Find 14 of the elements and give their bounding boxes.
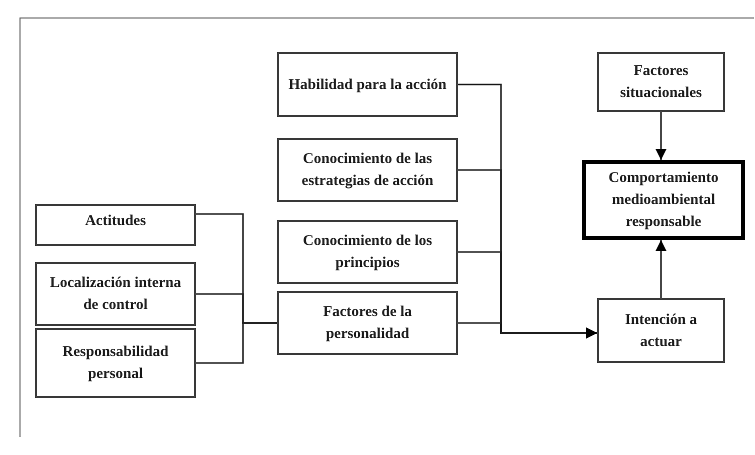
concept-box: Intención a actuar	[597, 298, 725, 363]
connector-line	[196, 322, 277, 364]
concept-box: Habilidad para la acción	[277, 52, 458, 117]
concept-box: Conocimiento de las estrategias de acción	[277, 138, 458, 202]
concept-box: Responsabilidad personal	[35, 328, 196, 398]
arrow	[656, 112, 666, 160]
arrow	[656, 240, 666, 298]
concept-box: Localización interna de control	[35, 262, 196, 326]
concept-box: Factores de la personalidad	[277, 291, 458, 355]
arrow	[458, 322, 597, 338]
concept-box: Factores situacionales	[597, 52, 725, 112]
concept-box: Conocimiento de los principios	[277, 220, 458, 284]
concept-box: Actitudes	[35, 204, 196, 246]
outcome-box: Comportamiento medioambiental responsable	[582, 160, 745, 240]
